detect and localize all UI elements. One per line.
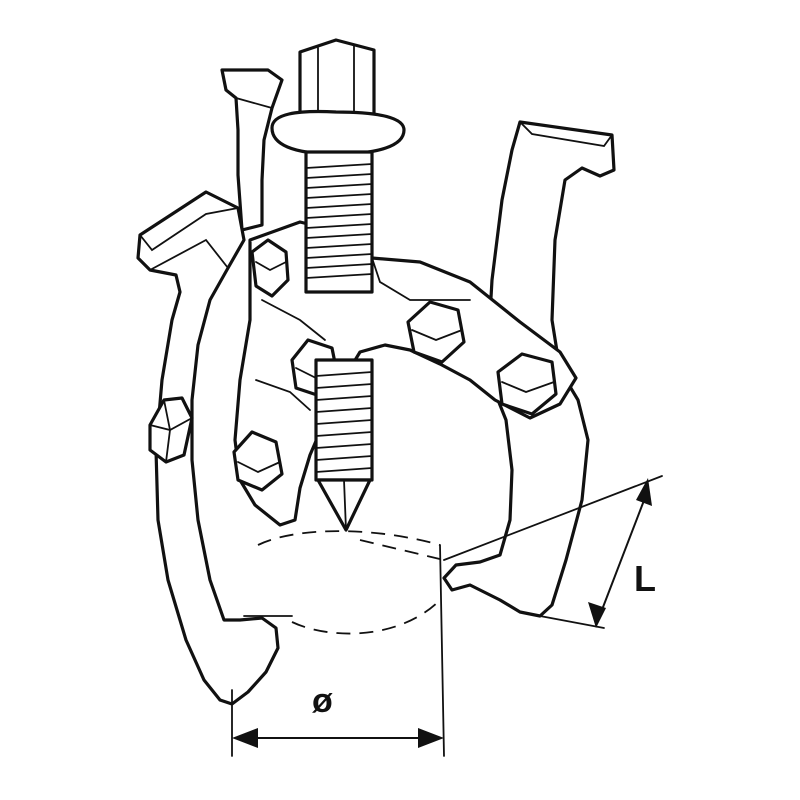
hex-nut-right-2 xyxy=(496,352,558,416)
shaft-outline xyxy=(231,530,445,757)
front-left-jaw xyxy=(136,190,280,706)
side-nut xyxy=(148,396,194,464)
back-jaw xyxy=(220,68,284,232)
hex-nut-top-left xyxy=(250,238,290,298)
bolt-threads-lower xyxy=(315,371,373,473)
hex-nut-lower-left xyxy=(232,430,284,492)
center-bolt xyxy=(270,38,406,532)
length-label: L xyxy=(634,558,656,599)
diameter-dimension xyxy=(232,728,444,748)
length-dimension xyxy=(443,475,663,629)
diameter-label: ø xyxy=(312,682,333,720)
yoke-body xyxy=(233,220,578,527)
bolt-threads-upper xyxy=(305,163,373,279)
hex-nut-right-1 xyxy=(406,300,466,364)
